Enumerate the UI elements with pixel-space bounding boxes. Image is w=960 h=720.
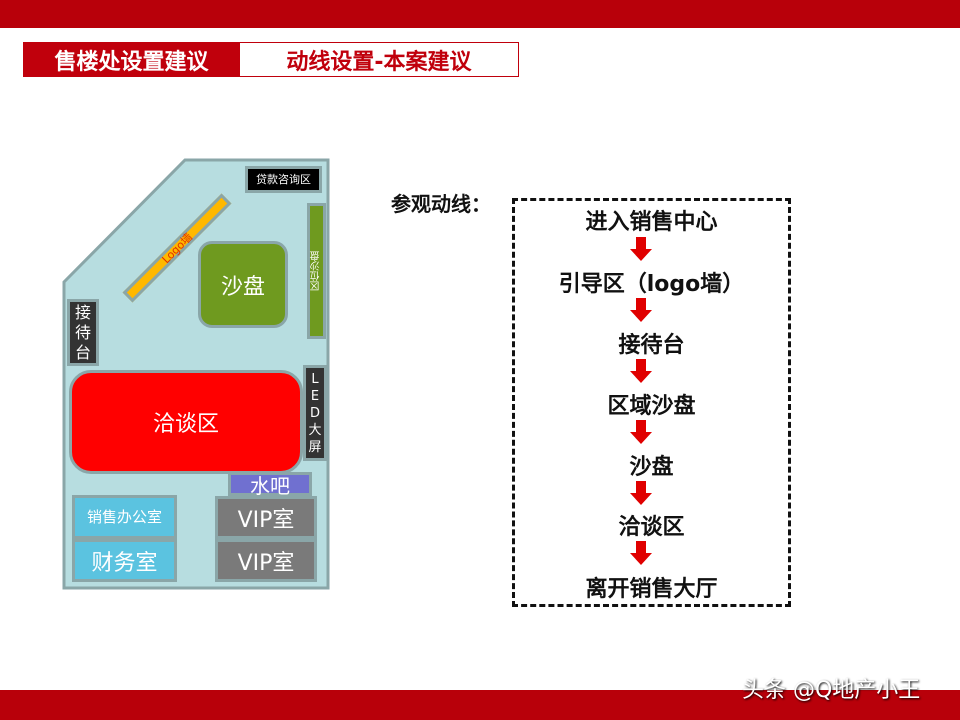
negotiation-area: 洽谈区 [69,370,303,474]
flow-box [512,198,791,607]
finance-room: 财务室 [72,539,177,582]
down-arrow-icon [630,541,652,565]
reception-char: 接 [74,302,91,322]
down-arrow-icon [630,481,652,505]
section-title: 售楼处设置建议 [23,42,240,77]
reception-char: 台 [74,342,91,362]
flow-step: 引导区（logo墙） [558,272,745,297]
led-char: L [311,371,319,387]
loan-consult-area: 贷款咨询区 [245,166,322,193]
sales-office: 销售办公室 [72,495,177,539]
led-char: 屏 [308,439,322,455]
flow-step: 区域沙盘 [607,394,696,419]
flow-label: 参观动线： [391,192,491,216]
down-arrow-icon [630,237,652,261]
flow-step: 接待台 [618,333,685,358]
reception-desk: 接待台 [67,299,99,366]
sand-table: 沙盘 [198,241,288,328]
down-arrow-icon [630,420,652,444]
top-bar [0,0,960,28]
page-title: 动线设置-本案建议 [240,42,519,77]
vip-room: VIP室 [215,496,317,539]
down-arrow-icon [630,298,652,322]
led-char: D [309,405,320,421]
led-char: 大 [308,422,322,438]
flow-step: 沙盘 [629,455,674,480]
flow-step: 进入销售中心 [585,210,718,235]
vip-room: VIP室 [215,539,317,582]
location-sand-table: 区位沙盘 [307,203,326,339]
water-bar: 水吧 [228,472,312,498]
led-char: E [310,388,320,404]
bottom-bar [0,690,960,720]
down-arrow-icon [630,359,652,383]
reception-char: 待 [74,322,91,342]
flow-step: 离开销售大厅 [585,577,718,602]
flow-step: 洽谈区 [618,515,685,540]
watermark: 头条 @Q地产小王 [742,678,921,703]
